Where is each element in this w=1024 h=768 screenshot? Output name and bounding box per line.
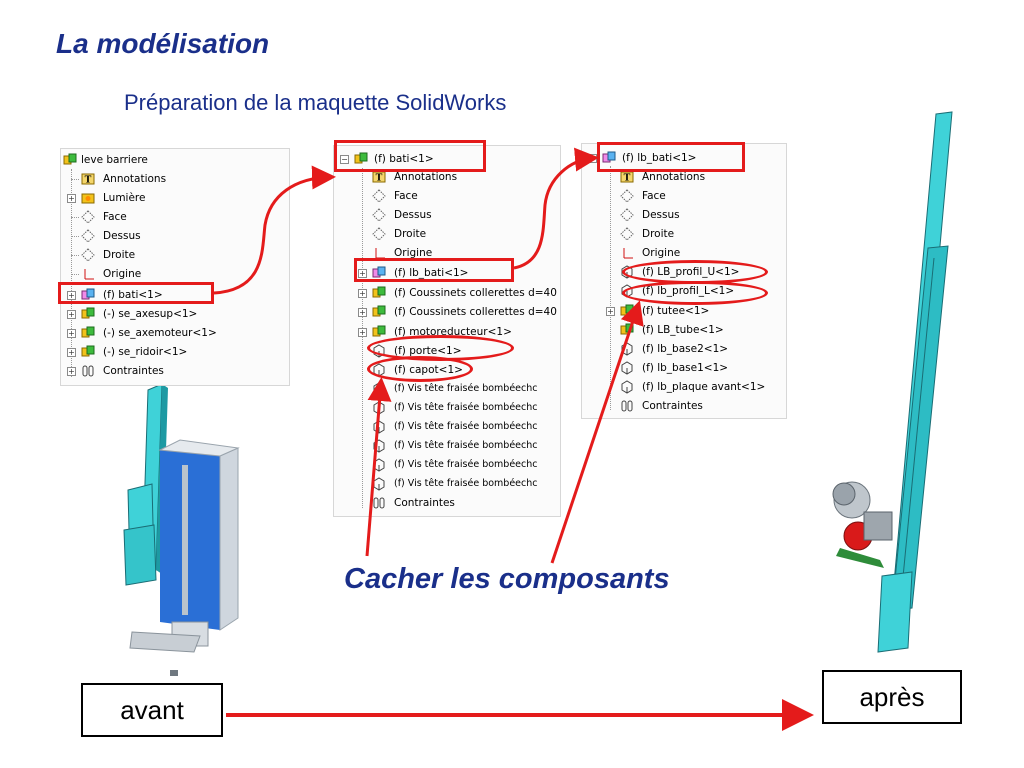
highlight-bati-tree1: [58, 282, 214, 304]
subassembly-icon: [372, 266, 386, 278]
label-after: après: [822, 670, 962, 724]
label-before: avant: [81, 683, 223, 737]
plane-icon: [372, 227, 386, 241]
collapse-icon[interactable]: −: [340, 155, 349, 164]
subassembly-icon: [372, 305, 386, 317]
subassembly-icon: [81, 326, 95, 338]
slide-title: La modélisation: [56, 28, 270, 59]
svg-text:T: T: [85, 176, 92, 186]
expand-icon[interactable]: +: [606, 307, 615, 316]
highlight-bati-root: [334, 140, 486, 172]
plane-icon: [372, 208, 386, 222]
subassembly-icon: [372, 286, 386, 298]
highlight-lb-bati-tree2: [354, 258, 514, 282]
callout-hide-components: Cacher les composants: [344, 563, 670, 595]
plane-icon: [81, 210, 95, 224]
arrow-callout-to-profil: [550, 300, 644, 564]
light-folder-icon: [81, 193, 95, 204]
expand-icon[interactable]: +: [358, 269, 367, 278]
arrow-tree1-to-tree2: [213, 165, 336, 295]
annotations-icon: T: [620, 171, 634, 184]
svg-text:T: T: [624, 174, 631, 184]
part-icon: [621, 361, 633, 375]
expand-icon[interactable]: +: [67, 348, 76, 357]
expand-icon[interactable]: +: [67, 367, 76, 376]
plane-icon: [372, 189, 386, 203]
assembly-icon: [63, 153, 77, 165]
barrier-after-illustration: [832, 111, 953, 653]
assembly-icon: [354, 152, 368, 164]
expand-icon[interactable]: +: [358, 328, 367, 337]
expand-icon[interactable]: +: [67, 194, 76, 203]
expand-icon[interactable]: +: [67, 310, 76, 319]
highlight-lb-profil-l: [622, 281, 768, 305]
subassembly-icon: [81, 288, 95, 300]
slide-subtitle: Préparation de la maquette SolidWorks: [124, 90, 507, 115]
feature-tree-assembly: leve barriere T Annotations + Lumière Fa…: [60, 148, 290, 386]
subassembly-icon: [602, 151, 616, 163]
mates-icon: [82, 365, 94, 377]
subassembly-icon: [372, 325, 386, 337]
arrow-tree2-to-tree3: [513, 147, 599, 270]
subassembly-icon: [81, 307, 95, 319]
annotations-icon: T: [372, 171, 386, 184]
origin-icon: [84, 269, 94, 280]
origin-icon: [623, 248, 633, 259]
plane-icon: [81, 248, 95, 262]
plane-icon: [620, 189, 634, 203]
barrier-before-illustration: [123, 383, 240, 676]
svg-text:T: T: [376, 174, 383, 184]
plane-icon: [81, 229, 95, 243]
subassembly-icon: [81, 345, 95, 357]
mates-icon: [621, 400, 633, 412]
expand-icon[interactable]: +: [67, 329, 76, 338]
part-icon: [621, 380, 633, 394]
annotations-icon: T: [81, 173, 95, 186]
part-icon: [373, 439, 385, 453]
highlight-capot: [367, 356, 473, 382]
plane-icon: [620, 208, 634, 222]
expand-icon[interactable]: +: [358, 289, 367, 298]
expand-icon[interactable]: +: [358, 308, 367, 317]
plane-icon: [620, 227, 634, 241]
expand-icon[interactable]: +: [67, 291, 76, 300]
tree-root-label: leve barriere: [81, 154, 148, 166]
mates-icon: [373, 497, 385, 509]
arrow-callout-to-capot: [365, 377, 392, 557]
